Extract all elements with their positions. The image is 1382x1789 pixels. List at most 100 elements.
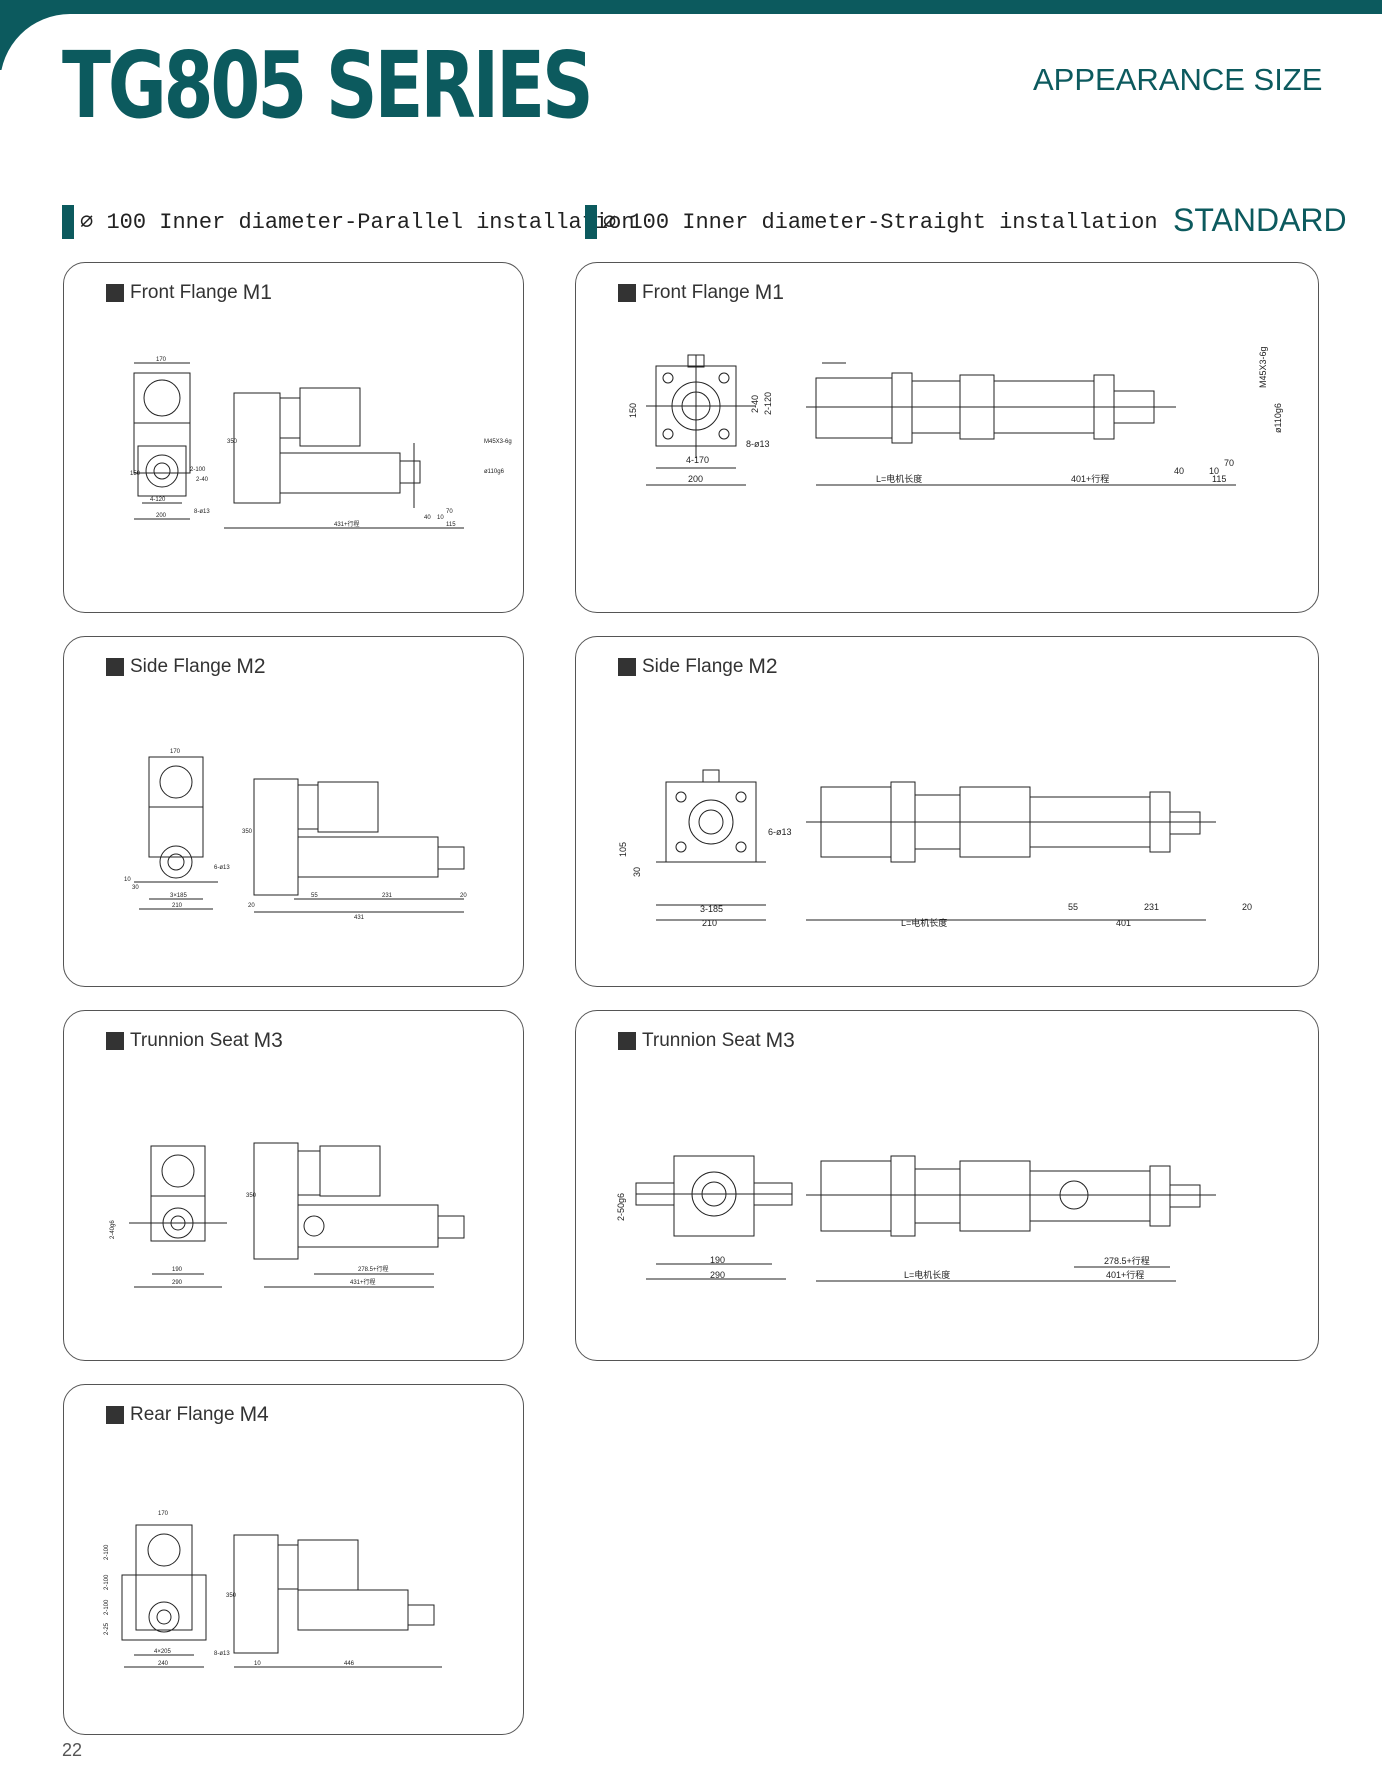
square-icon <box>618 658 636 676</box>
top-corner-accent <box>0 0 70 84</box>
square-icon <box>618 284 636 302</box>
dim-231: 231 <box>382 893 393 899</box>
dim-motor: L=电机长度 <box>904 1269 950 1280</box>
dim-bolt2: 2-120 <box>763 392 773 415</box>
dim-b2: 2-100 <box>104 1574 110 1590</box>
dim-holes: 6-ø13 <box>214 865 230 871</box>
dim-w2: 290 <box>710 1270 725 1280</box>
dim-w2: 290 <box>172 1280 183 1286</box>
dim-40: 40 <box>424 515 431 521</box>
dim-b3: 2-100 <box>104 1599 110 1615</box>
dim-thread: M45X3-6g <box>1258 346 1268 388</box>
dim-10: 10 <box>254 1661 261 1667</box>
dim-30: 30 <box>132 885 139 891</box>
dim-70: 70 <box>446 509 453 515</box>
dim-20: 20 <box>1242 902 1252 912</box>
dim-height: 350 <box>226 1593 237 1599</box>
dim-w: 240 <box>158 1661 169 1667</box>
dim-thread: M45X3-6g <box>484 439 512 445</box>
card-name: Front Flange <box>642 282 750 303</box>
dim-top: 170 <box>156 357 167 363</box>
dim-105: 105 <box>618 842 628 857</box>
card-code: M4 <box>239 1403 269 1426</box>
dim-rod: ø110g6 <box>1273 403 1283 433</box>
dim-holes: 6-ø13 <box>768 827 792 837</box>
dim-30: 30 <box>632 867 642 877</box>
card-code: M2 <box>748 655 778 678</box>
dim-stroke: 401+行程 <box>1106 1269 1144 1280</box>
card-code: M1 <box>754 281 784 304</box>
dim-w: 210 <box>172 903 183 909</box>
straight-front-flange-drawing: 150 2-40 2-120 4-170 200 8-ø13 L=电机长度 40… <box>628 346 1283 486</box>
parallel-rear-flange-drawing: 170 2-100 2-100 2-100 2-25 350 4×205 240… <box>104 1511 442 1668</box>
card-name: Trunnion Seat <box>130 1030 249 1051</box>
dim-stroke: 431+行程 <box>334 520 360 528</box>
dim-115: 115 <box>1212 474 1226 484</box>
dim-height: 350 <box>242 829 253 835</box>
dim-115: 115 <box>446 522 456 528</box>
section-parallel-label: ∅ 100 Inner diameter-Parallel installati… <box>80 210 635 235</box>
dim-holes: 8-ø13 <box>214 1651 230 1657</box>
dim-bw: 3-185 <box>700 904 723 914</box>
dim-w1: 190 <box>172 1267 183 1273</box>
dim-w1: 190 <box>710 1255 725 1265</box>
dim-top: 170 <box>170 749 181 755</box>
square-icon <box>106 658 124 676</box>
card-code: M1 <box>242 281 272 304</box>
dim-holes: 8-ø13 <box>746 439 770 449</box>
card-code: M3 <box>253 1029 283 1052</box>
dim-holes: 8-ø13 <box>194 509 210 515</box>
dim-pin: 2-40g6 <box>110 1220 116 1239</box>
dim-stroke: 431+行程 <box>350 1278 376 1286</box>
dim-40: 40 <box>1174 466 1184 476</box>
page-number: 22 <box>62 1740 83 1760</box>
dim-55: 55 <box>1068 902 1078 912</box>
card-code: M3 <box>765 1029 795 1052</box>
dim-bolt1: 2-40 <box>750 395 760 413</box>
card-name: Trunnion Seat <box>642 1030 761 1051</box>
dim-w: 210 <box>702 918 717 928</box>
card-name: Front Flange <box>130 282 238 303</box>
section-bar <box>585 205 597 239</box>
square-icon <box>618 1032 636 1050</box>
dim-height: 350 <box>227 439 238 445</box>
dim-trun: 278.5+行程 <box>358 1265 389 1273</box>
dim-height: 350 <box>246 1193 257 1199</box>
dim-bw: 4×205 <box>154 1649 172 1655</box>
section-straight-label: ∅ 100 Inner diameter-Straight installati… <box>603 210 1158 235</box>
top-bar <box>0 0 1382 14</box>
square-icon <box>106 1032 124 1050</box>
section-straight: ∅ 100 Inner diameter-Straight installati… <box>585 205 1158 239</box>
dim-pin: 2-50g6 <box>616 1193 626 1221</box>
dim-motor: L=电机长度 <box>901 917 947 928</box>
square-icon <box>106 1406 124 1424</box>
card-name: Side Flange <box>642 656 744 677</box>
dim-150: 150 <box>130 471 141 477</box>
dim-55: 55 <box>311 893 318 899</box>
dim-20b: 20 <box>460 893 467 899</box>
page-title: TG805 SERIES <box>62 32 594 139</box>
dim-10: 10 <box>437 515 444 521</box>
dim-bw: 4-170 <box>686 455 709 465</box>
dim-231: 231 <box>1144 902 1159 912</box>
dim-total: 401 <box>1116 918 1131 928</box>
dim-top: 170 <box>158 1511 169 1517</box>
dim-total: 446 <box>344 1661 355 1667</box>
parallel-trunnion-seat-drawing: 2-40g6 350 190 290 278.5+行程 431+行程 <box>110 1142 465 1288</box>
square-icon <box>106 284 124 302</box>
dim-bolt1: 2-100 <box>190 467 206 473</box>
straight-trunnion-seat-drawing: 2-50g6 190 290 L=电机长度 278.5+行程 401+行程 <box>616 1155 1216 1282</box>
page-subtitle: APPEARANCE SIZE <box>1033 62 1323 97</box>
